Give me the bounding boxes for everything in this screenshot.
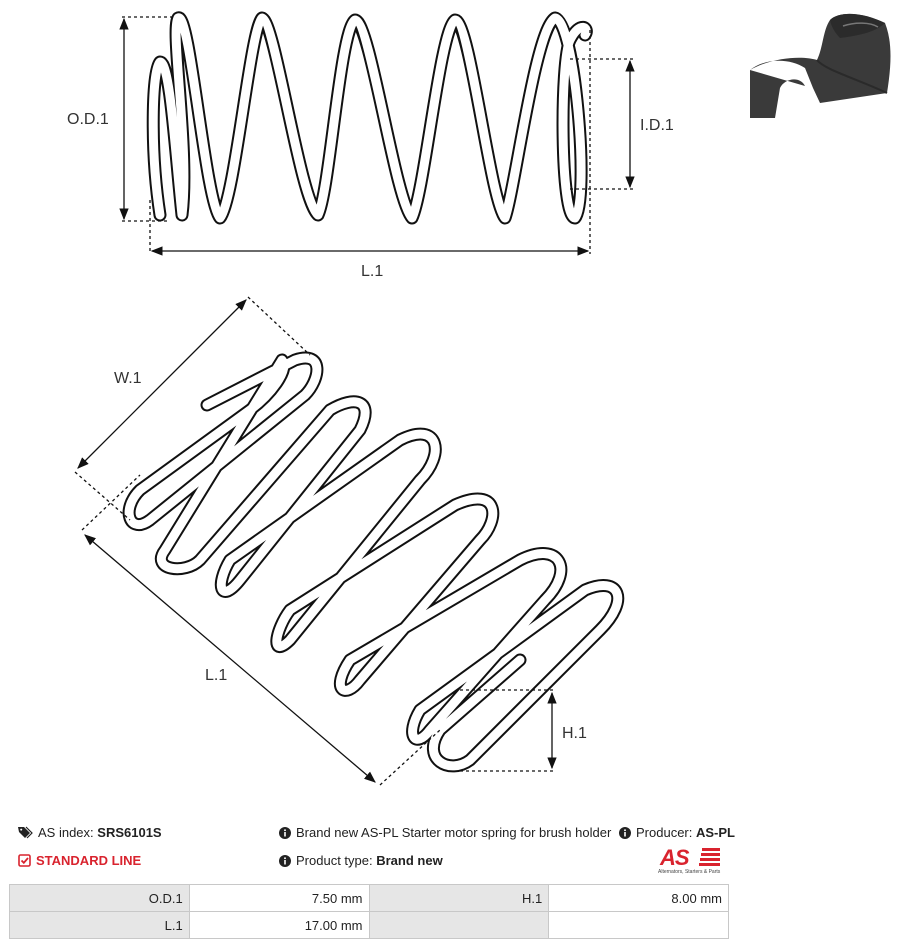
spec-key: H.1 [368, 884, 550, 912]
table-row: O.D.1 7.50 mm H.1 8.00 mm [9, 884, 729, 912]
producer-value: AS-PL [696, 825, 735, 840]
spec-value: 7.50 mm [188, 884, 370, 912]
od-label: O.D.1 [67, 111, 109, 128]
standard-line-label: STANDARD LINE [36, 853, 142, 868]
w-label: W.1 [114, 370, 142, 387]
logo-stripes-icon [699, 848, 720, 866]
side-view-spring [146, 11, 593, 225]
logo-subtitle: Alternators, Starters & Parts [658, 869, 721, 875]
tags-icon [18, 826, 33, 842]
spec-value: 8.00 mm [548, 884, 729, 912]
table-row: L.1 17.00 mm [9, 911, 729, 939]
info-icon [279, 827, 291, 842]
l-top-label: L.1 [361, 263, 383, 280]
isometric-view-spring [122, 351, 625, 773]
spec-key: L.1 [9, 911, 190, 939]
spec-value [548, 911, 729, 939]
description: Brand new AS-PL Starter motor spring for… [279, 825, 611, 842]
logo-text: AS [660, 845, 690, 870]
standard-line-badge: STANDARD LINE [18, 853, 141, 870]
product-photo [750, 13, 891, 118]
product-type-label: Product type: [296, 853, 373, 868]
as-pl-logo: AS Alternators, Starters & Parts [658, 845, 732, 877]
id-label: I.D.1 [640, 117, 674, 134]
producer: Producer: AS-PL [619, 825, 735, 842]
producer-label: Producer: [636, 825, 693, 840]
specs-table: O.D.1 7.50 mm H.1 8.00 mm L.1 17.00 mm [9, 884, 729, 939]
product-type: Product type: Brand new [279, 853, 443, 870]
description-text: Brand new AS-PL Starter motor spring for… [296, 825, 612, 840]
product-type-value: Brand new [376, 853, 443, 868]
check-square-icon [18, 854, 31, 870]
info-icon [619, 827, 631, 842]
as-index: AS index: SRS6101S [18, 825, 162, 842]
spec-value: 17.00 mm [188, 911, 370, 939]
info-icon [279, 855, 291, 870]
spring-technical-drawing: O.D.1 I.D.1 L.1 W.1 L.1 H.1 [67, 11, 674, 786]
spec-key [368, 911, 550, 939]
l-bottom-label: L.1 [205, 667, 227, 684]
as-index-value: SRS6101S [97, 825, 162, 840]
as-index-label: AS index: [38, 825, 94, 840]
h-label: H.1 [562, 725, 587, 742]
spec-key: O.D.1 [9, 884, 190, 912]
